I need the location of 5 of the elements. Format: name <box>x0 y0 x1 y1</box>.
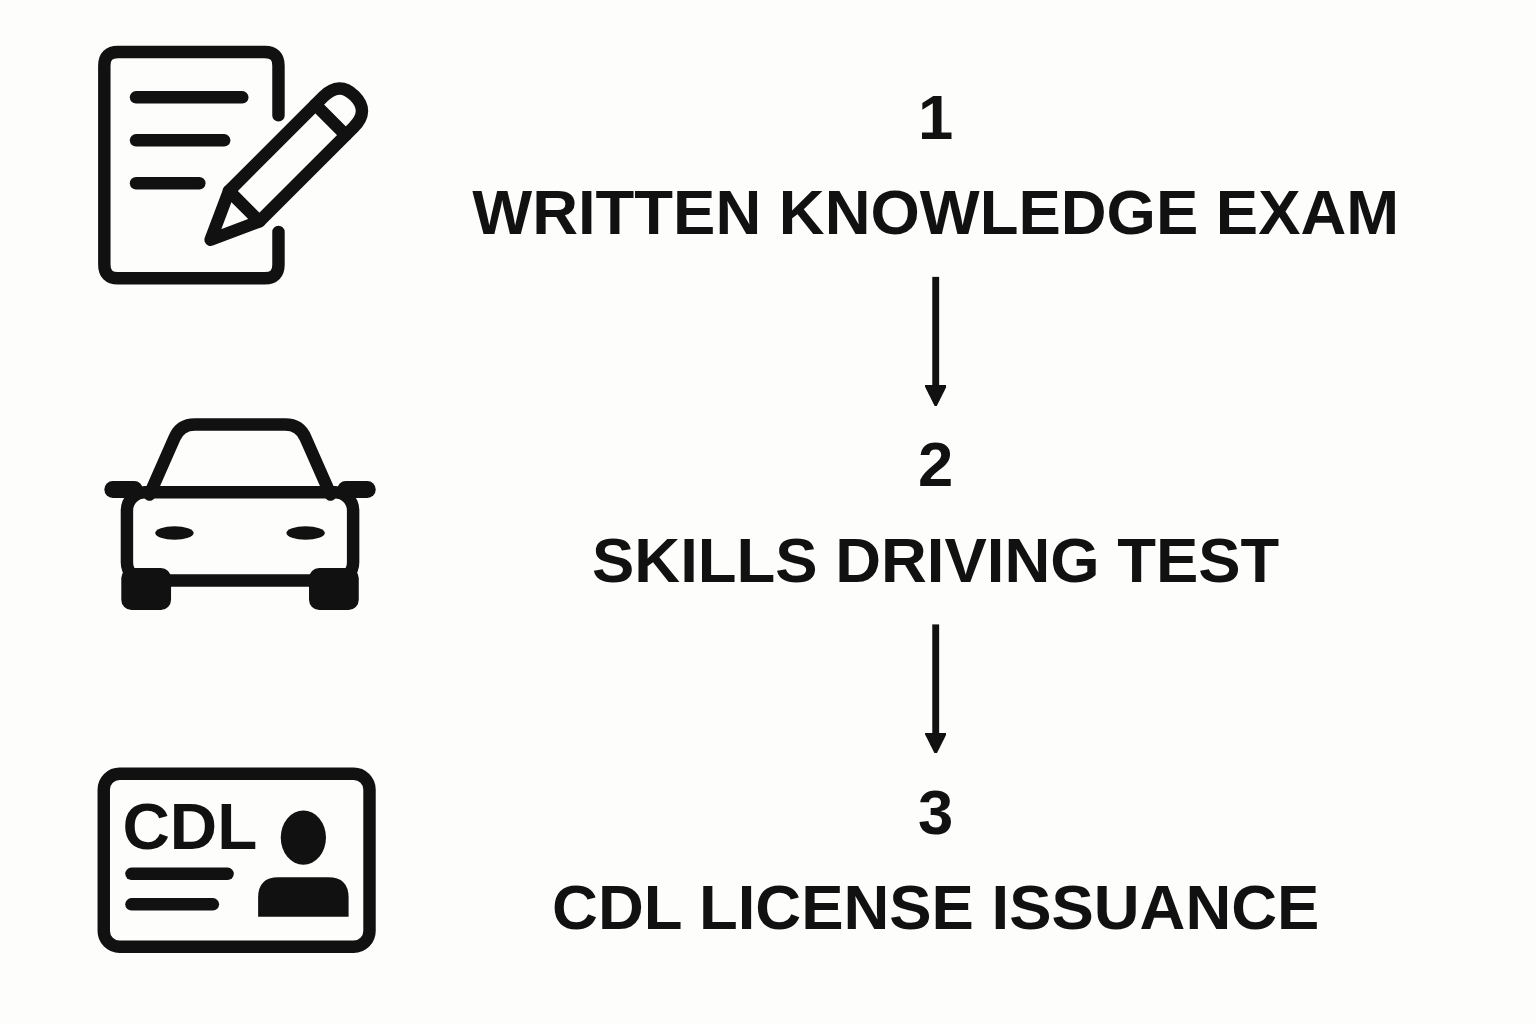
node-text: 1 WRITTEN KNOWLEDGE EXAM <box>472 81 1400 248</box>
node-text: 3 CDL LICENSE ISSUANCE <box>552 776 1320 943</box>
card-text: CDL <box>122 789 258 863</box>
node-text: 2 SKILLS DRIVING TEST <box>592 428 1280 596</box>
arrow <box>924 276 948 407</box>
